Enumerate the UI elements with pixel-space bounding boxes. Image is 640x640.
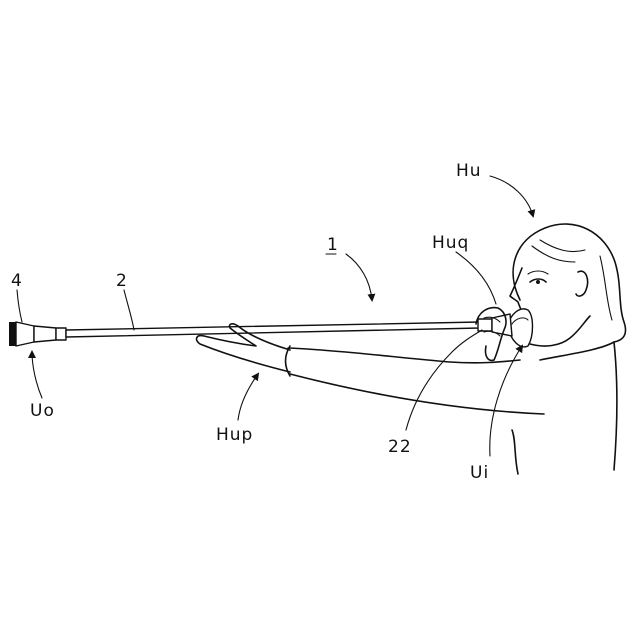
- leader-4: [17, 290, 22, 322]
- hair-strand: [532, 246, 575, 262]
- long-tube: [66, 322, 480, 337]
- leader-huq: [456, 252, 496, 304]
- shoulder-back: [540, 342, 617, 470]
- arrow-uo: [32, 352, 42, 398]
- chin-neck: [530, 316, 590, 346]
- arrow-device: [346, 254, 372, 300]
- label-outer-end: Uo: [30, 401, 55, 421]
- leader-lines: [17, 176, 533, 456]
- hair-strand: [600, 256, 612, 320]
- label-device: 1: [327, 235, 339, 255]
- tube-device: [9, 314, 512, 346]
- label-mouthpiece-joint: 22: [388, 437, 412, 457]
- label-support-hand: Hup: [216, 425, 253, 445]
- person-figure: [510, 224, 626, 474]
- label-inner-end: Ui: [470, 463, 489, 483]
- end-flare: [16, 322, 34, 346]
- label-person: Hu: [456, 161, 482, 181]
- hair-strand: [540, 240, 585, 252]
- pupil: [536, 280, 540, 284]
- sleeve-bottom: [290, 374, 544, 414]
- label-mouth-hand: Huq: [432, 233, 469, 253]
- label-tube: 2: [116, 271, 128, 291]
- end-collar: [56, 328, 66, 340]
- body-front: [512, 430, 518, 474]
- reference-labels: Hu Huq 1 4 2 Uo Hup 22 Ui: [11, 161, 489, 483]
- arrow-hup: [238, 374, 258, 420]
- eyebrow: [528, 271, 548, 274]
- end-cap: [9, 322, 16, 346]
- label-end-piece: 4: [11, 271, 23, 291]
- arrow-hu: [490, 176, 533, 216]
- leader-2: [124, 290, 134, 330]
- ear: [576, 271, 588, 296]
- leader-22: [406, 330, 482, 430]
- support-arm: [197, 324, 544, 414]
- end-taper: [34, 326, 56, 342]
- tube-joint: [478, 319, 492, 331]
